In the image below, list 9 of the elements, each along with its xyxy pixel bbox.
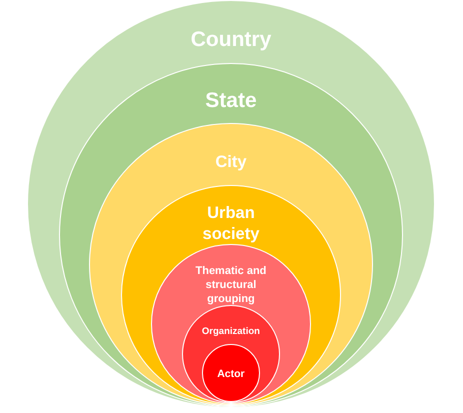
level-label: Organization [202, 326, 260, 338]
level-label: Urban society [202, 203, 260, 246]
level-label: City [215, 152, 247, 173]
level-label: Country [190, 28, 272, 52]
level-label: State [205, 88, 257, 113]
level-label: Actor [217, 368, 245, 382]
level-circle [182, 304, 280, 403]
level-label: Thematic and structural grouping [194, 264, 268, 306]
level-circle [202, 344, 260, 402]
